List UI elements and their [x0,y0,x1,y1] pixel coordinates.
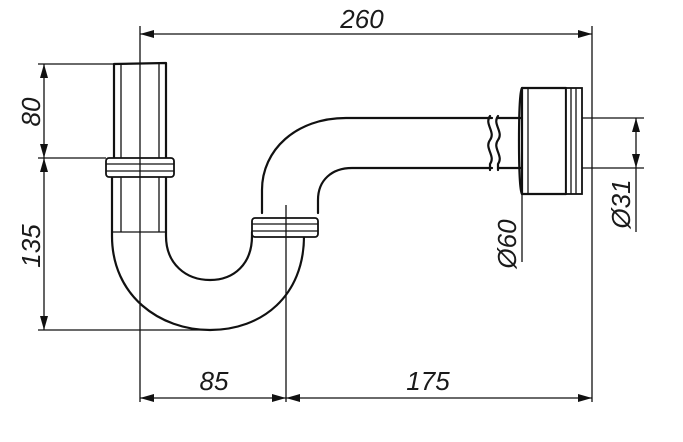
inlet-inner-line [120,63,160,158]
bottom-nut [251,217,319,238]
dimension-flange-diameter: Ø60 [492,219,522,270]
siphon-body [110,61,524,332]
dimension-horizontal-right: 175 [406,366,450,396]
dimension-vertical-top: 80 [16,97,46,126]
trap-leg-inner-line [112,177,166,233]
outlet-pipe [496,116,524,170]
dimension-overall-length: 260 [339,4,384,34]
dimension-horizontal-left: 85 [200,366,229,396]
trap-inner-curve [164,175,254,282]
dimension-vertical-bottom: 135 [16,224,46,268]
pipe-break-symbol [487,114,501,172]
dimension-lines [38,26,644,402]
dimension-pipe-diameter: Ø31 [606,179,636,229]
wall-flange [517,86,583,196]
outlet-bend-inner [316,166,494,215]
inlet-pipe [112,61,168,160]
outlet-bend-outer [260,116,494,215]
trap-left-leg [110,175,306,332]
